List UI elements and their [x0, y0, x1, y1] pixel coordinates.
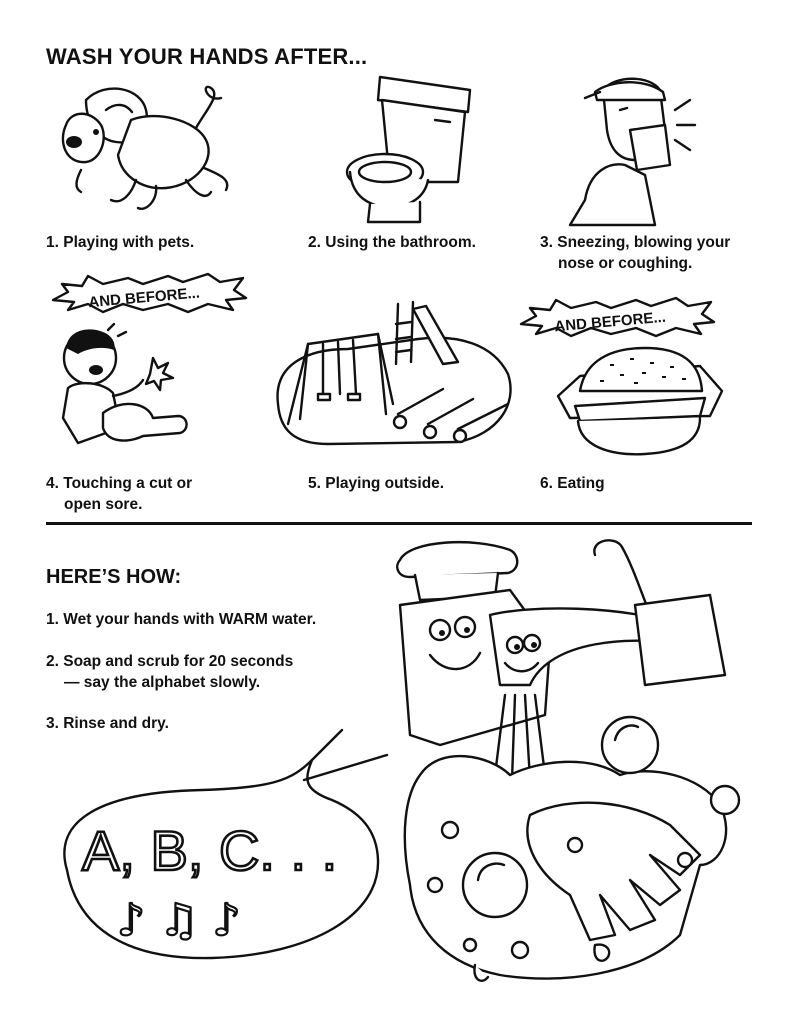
and-before-burst-right: AND BEFORE...	[519, 296, 716, 338]
playground-icon	[276, 300, 512, 446]
how-step-3: 3. Rinse and dry.	[46, 715, 169, 732]
dog-icon	[61, 85, 229, 210]
abc-text: A, B, C. . .	[82, 819, 337, 882]
music-notes-icon: ♪ ♫ ♪	[117, 895, 241, 946]
sneezing-person-icon	[568, 77, 697, 227]
how-step-1: 1. Wet your hands with WARM water.	[46, 611, 317, 628]
how-title: HERE’S HOW:	[46, 566, 182, 588]
after-item-6: 6. Eating	[540, 475, 605, 492]
hurt-child-icon	[61, 322, 188, 445]
section-divider	[46, 522, 752, 525]
after-item-2: 2. Using the bathroom.	[308, 234, 476, 251]
faucet-hands-icon	[396, 539, 741, 982]
after-item-4: 4. Touching a cut or open sore.	[46, 475, 193, 513]
how-step-2: 2. Soap and scrub for 20 seconds — say t…	[46, 653, 294, 691]
after-item-1: 1. Playing with pets.	[46, 234, 195, 251]
after-item-3: 3. Sneezing, blowing your nose or coughi…	[540, 234, 731, 272]
page-title: WASH YOUR HANDS AFTER...	[46, 44, 368, 69]
toilet-icon	[345, 75, 472, 224]
speech-bubble: A, B, C. . . ♪ ♫ ♪	[63, 728, 389, 960]
burger-icon	[556, 346, 724, 456]
after-item-5: 5. Playing outside.	[308, 475, 445, 492]
and-before-burst-left: AND BEFORE...	[51, 272, 248, 314]
